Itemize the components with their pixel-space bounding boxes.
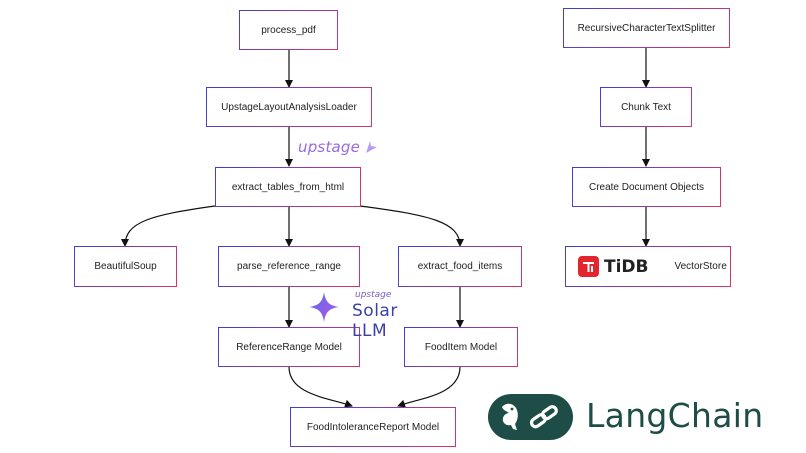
node-beautifulsoup[interactable]: BeautifulSoup: [74, 246, 177, 287]
node-vectorstore[interactable]: TiDB VectorStore: [565, 246, 731, 287]
upstage-logo: upstage: [296, 136, 382, 158]
langchain-logo-text: LangChain: [586, 396, 764, 435]
solar-llm-text: Solar LLM: [352, 301, 398, 341]
vectorstore-label: VectorStore: [674, 261, 727, 272]
node-layout-loader[interactable]: UpstageLayoutAnalysisLoader: [206, 87, 372, 127]
node-chunk-text[interactable]: Chunk Text: [600, 87, 692, 127]
node-text-splitter[interactable]: RecursiveCharacterTextSplitter: [563, 8, 730, 48]
upstage-logo-text: upstage: [298, 138, 361, 156]
solar-llm-logo: upstage Solar LLM: [307, 290, 432, 341]
edge-extract-to-food: [359, 205, 464, 247]
node-process-pdf[interactable]: process_pdf: [239, 10, 338, 50]
node-create-document-objects[interactable]: Create Document Objects: [572, 167, 721, 207]
tidb-icon: [578, 256, 599, 277]
node-fooditem-model[interactable]: FoodItem Model: [404, 327, 518, 367]
upstage-sparkle-icon: [366, 141, 378, 153]
langchain-logo: LangChain: [488, 394, 778, 440]
node-extract-food-items[interactable]: extract_food_items: [398, 246, 522, 287]
solar-star-icon: [309, 292, 339, 322]
edge-fooditem-to-report: [397, 366, 461, 408]
edge-extract-to-beautifulsoup: [121, 205, 216, 247]
edge-reference-to-report: [288, 366, 353, 408]
node-parse-reference-range[interactable]: parse_reference_range: [218, 246, 360, 287]
node-extract-tables[interactable]: extract_tables_from_html: [215, 167, 361, 207]
tidb-logo-text: TiDB: [604, 256, 649, 277]
node-report-model[interactable]: FoodIntoleranceReport Model: [290, 407, 456, 447]
node-referencerange-model[interactable]: ReferenceRange Model: [218, 327, 360, 367]
solar-upstage-text: upstage: [355, 290, 392, 300]
langchain-parrot-link-icon: [488, 394, 573, 440]
